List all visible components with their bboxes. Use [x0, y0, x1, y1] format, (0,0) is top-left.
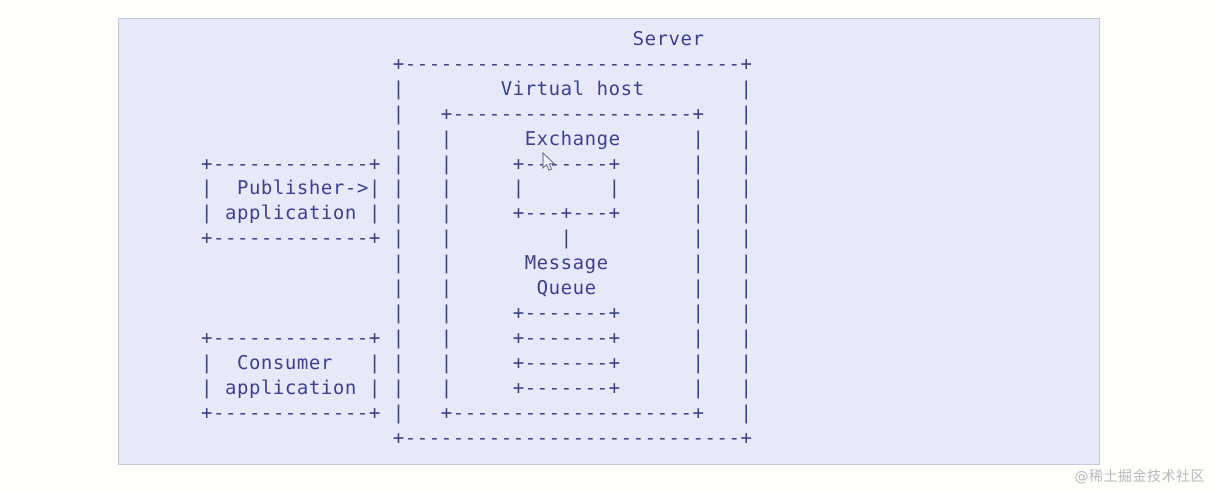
diagram-panel: Server +----------------------------+ | … — [118, 18, 1100, 465]
ascii-architecture-diagram: Server +----------------------------+ | … — [200, 28, 753, 449]
watermark-text: @稀土掘金技术社区 — [1074, 469, 1205, 485]
